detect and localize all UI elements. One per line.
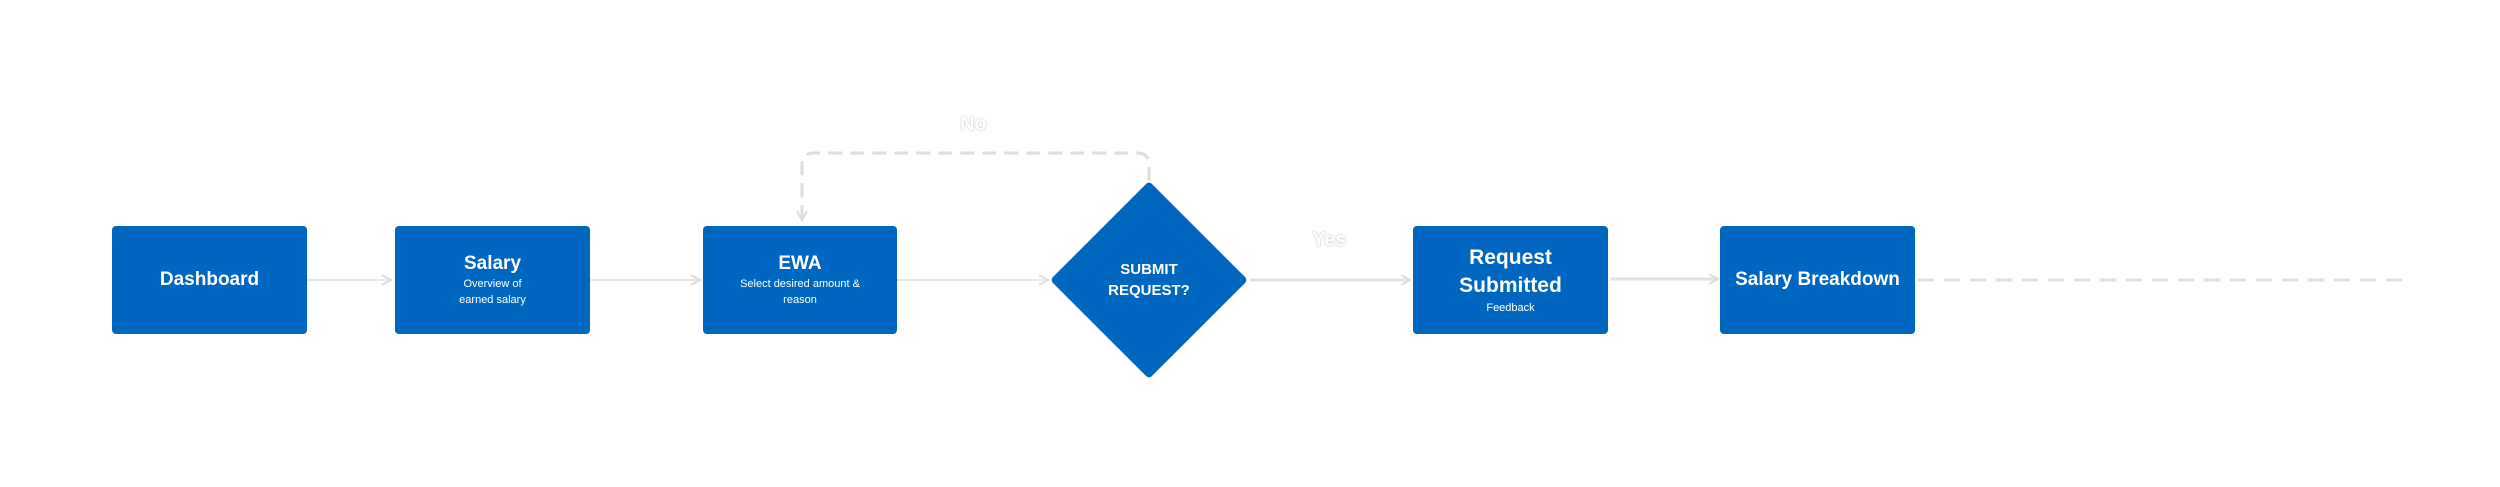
node-request-submitted[interactable]: Request Submitted Feedback — [1413, 226, 1608, 334]
node-dashboard[interactable]: Dashboard — [112, 226, 307, 334]
edge-label-no: No — [960, 113, 987, 135]
node-ewa-title: EWA — [778, 253, 822, 274]
edge-label-yes: Yes — [1312, 229, 1347, 251]
node-salary-breakdown[interactable]: Salary Breakdown — [1720, 226, 1915, 334]
node-dashboard-title: Dashboard — [159, 269, 260, 290]
node-decision-title: SUBMIT REQUEST? — [1108, 261, 1190, 299]
node-decision[interactable]: SUBMIT REQUEST? — [1050, 181, 1248, 379]
node-request-submitted-subtitle: Feedback — [1486, 302, 1535, 314]
node-request-submitted-title: Request Submitted — [1459, 246, 1562, 297]
node-salary-title: Salary — [463, 253, 522, 274]
node-salary[interactable]: Salary Overview of earned salary — [395, 226, 590, 334]
node-salary-breakdown-title: Salary Breakdown — [1735, 269, 1900, 290]
node-ewa-subtitle: Select desired amount & reason — [740, 278, 860, 306]
node-salary-subtitle: Overview of earned salary — [459, 278, 526, 306]
node-ewa[interactable]: EWA Select desired amount & reason — [703, 226, 897, 334]
